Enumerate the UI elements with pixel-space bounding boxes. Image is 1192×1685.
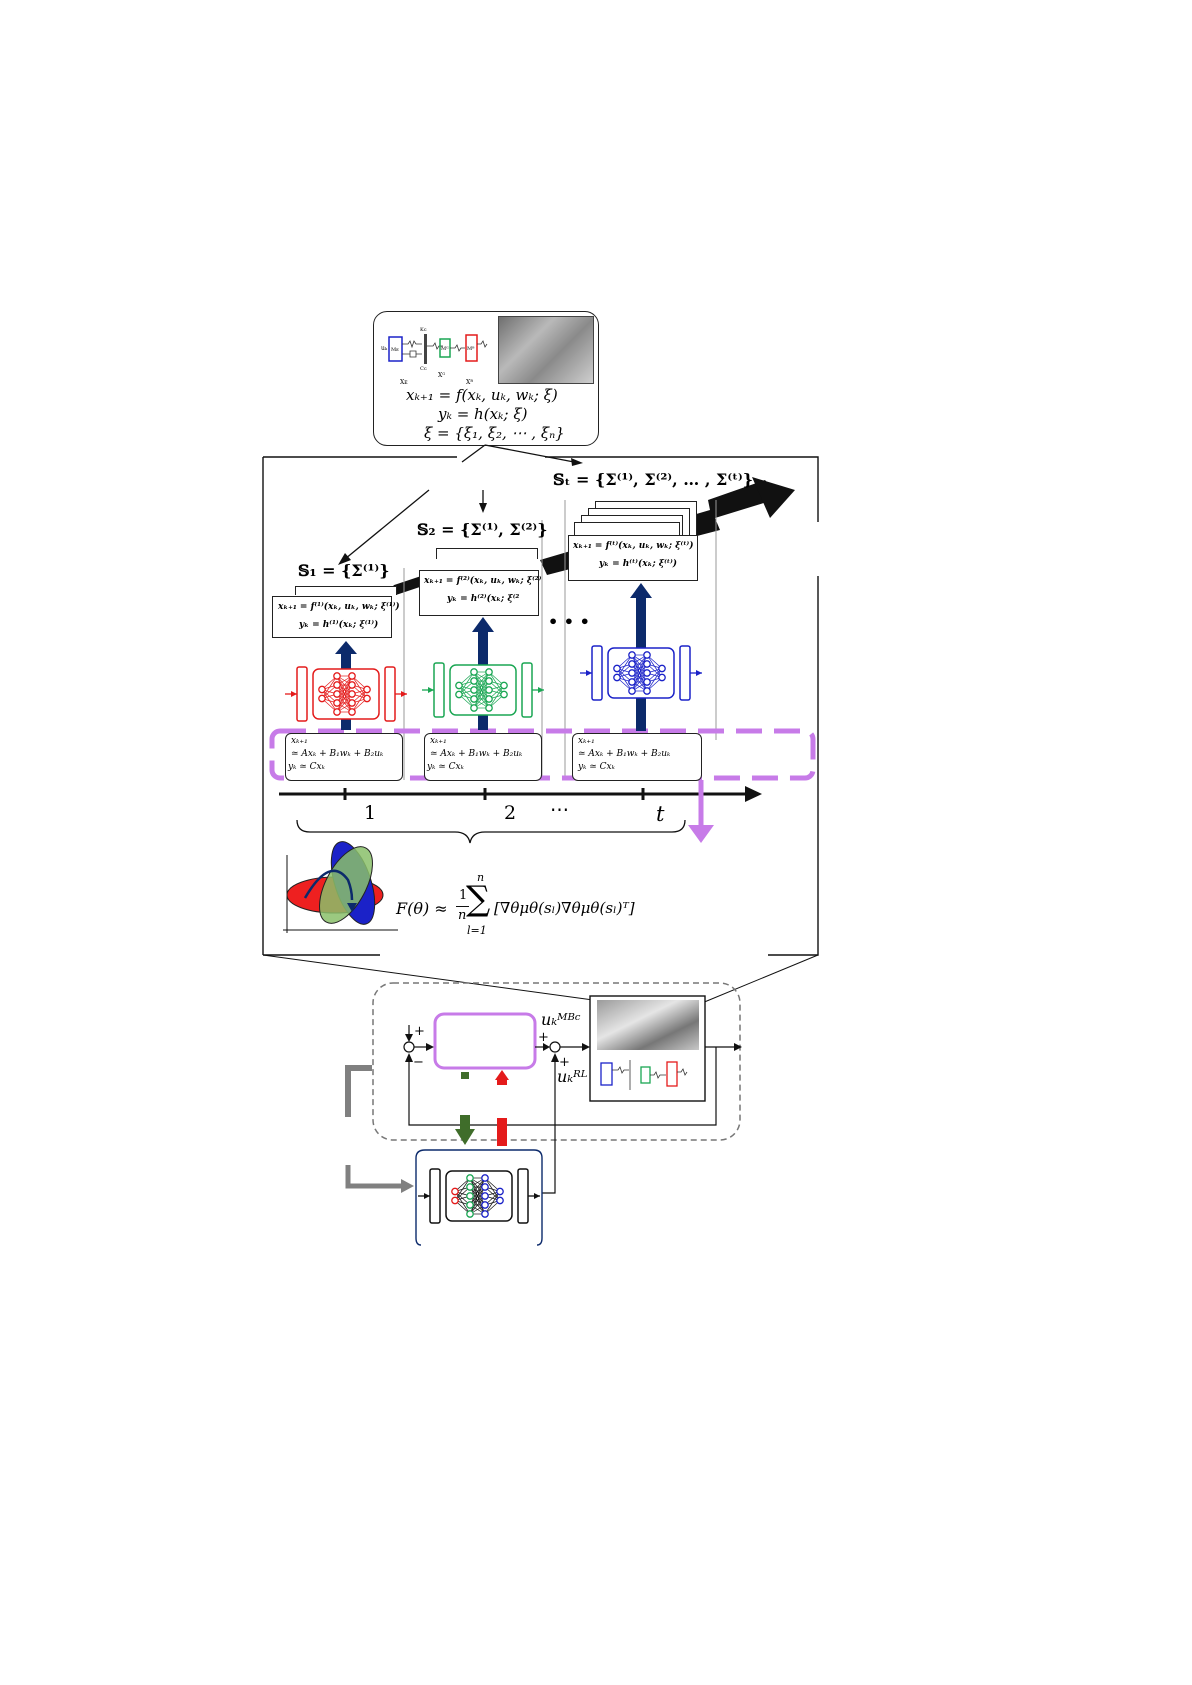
schematic-label-mg: Mᴳ (441, 346, 449, 352)
schematic-label-uk: uₖ (381, 345, 388, 352)
timeline-dots: ⋯ (550, 799, 569, 821)
set1-state-equation: xₖ₊₁ = f⁽¹⁾(xₖ, uₖ, wₖ; ξ⁽¹⁾) (278, 602, 400, 612)
ellipsis-columns: • • • (548, 612, 590, 631)
minus-sign-feedback: − (413, 1055, 424, 1070)
rl-control-label: uₖᴿᴸ (557, 1067, 588, 1086)
linear-2-line2: ≃ Axₖ + B₁wₖ + B₂uₖ (430, 749, 523, 759)
linear-t-line3: yₖ ≃ Cxₖ (578, 762, 615, 772)
set2-output-equation: yₖ = h⁽²⁾(xₖ; ξ⁽² (447, 594, 520, 604)
timeline-tick-1: 1 (364, 802, 377, 824)
schematic-label-me: Mᴇ (391, 347, 399, 353)
neural-net-rl-icon (418, 1168, 540, 1224)
linear-box-2: xₖ₊₁ ≃ Axₖ + B₁wₖ + B₂uₖ yₖ ≃ Cxₖ (424, 733, 542, 781)
set2-equation-stack-back (436, 548, 538, 559)
schematic-label-cc: Cᴄ (420, 366, 427, 372)
fisher-sum-top: n (477, 871, 485, 884)
fisher-frac-den: n (458, 908, 467, 923)
fisher-lhs: F(θ) ≈ (396, 899, 448, 918)
linear-2-line3: yₖ ≃ Cxₖ (427, 762, 464, 772)
fisher-frac-bar (456, 906, 469, 908)
linear-model-highlight (269, 728, 816, 781)
schematic-label-xb: Xᴮ (466, 379, 473, 386)
plus-sign-rl: + (559, 1055, 570, 1070)
neural-net-blue-icon (580, 645, 702, 701)
sett-state-equation: xₖ₊₁ = f⁽ᵗ⁾(xₖ, uₖ, wₖ; ξ⁽ᵗ⁾) (573, 541, 694, 551)
linear-1-line2: ≃ Axₖ + B₁wₖ + B₂uₖ (291, 749, 384, 759)
timeline-tick-t: t (656, 802, 665, 826)
mbc-control-label: uₖᴹᴮᶜ (541, 1010, 581, 1029)
linear-t-line2: ≃ Axₖ + B₁wₖ + B₂uₖ (578, 749, 671, 759)
timeline-tick-2: 2 (504, 802, 517, 824)
fisher-body: [∇θμθ(sₗ)∇θμθ(sₗ)ᵀ] (494, 899, 635, 917)
schematic-drawing: uₖ Mᴇ Mᴳ Mᴮ Xᴇ Xᴳ Xᴮ Kᴄ Cᴄ (381, 327, 488, 386)
set1-equation-stack-back (295, 586, 397, 595)
set-label-t: 𝕊ₜ = {𝚺⁽¹⁾, 𝚺⁽²⁾, … , 𝚺⁽ᵗ⁾} (553, 470, 754, 489)
set1-output-equation: yₖ = h⁽¹⁾(xₖ; ξ⁽¹⁾) (299, 620, 379, 630)
set2-equation-box: xₖ₊₁ = f⁽²⁾(xₖ, uₖ, wₖ; ξ⁽²⁾ yₖ = h⁽²⁾(x… (419, 570, 542, 616)
fisher-sum-symbol: ∑ (466, 879, 491, 919)
sett-output-equation: yₖ = h⁽ᵗ⁾(xₖ; ξ⁽ᵗ⁾) (599, 559, 678, 569)
linear-box-t: xₖ₊₁ ≃ Axₖ + B₁wₖ + B₂uₖ yₖ ≃ Cxₖ (572, 733, 702, 781)
schematic-label-mb: Mᴮ (467, 346, 475, 352)
plus-sign-reference: + (414, 1024, 425, 1039)
set-label-2: 𝕊₂ = {𝚺⁽¹⁾, 𝚺⁽²⁾} (417, 520, 548, 539)
machine-photo (498, 316, 594, 384)
schematic-label-kc: Kᴄ (420, 327, 427, 333)
system-output-equation: yₖ = h(xₖ; ξ) (438, 405, 528, 423)
schematic-label-xg: Xᴳ (438, 372, 445, 379)
system-model-panel: uₖ Mᴇ Mᴳ Mᴮ Xᴇ Xᴳ Xᴮ Kᴄ Cᴄ xₖ₊₁ = f(xₖ, … (373, 311, 599, 446)
fisher-sum-bottom: l=1 (467, 924, 487, 937)
linear-box-1: xₖ₊₁ ≃ Axₖ + B₁wₖ + B₂uₖ yₖ ≃ Cxₖ (285, 733, 403, 781)
set1-equation-box: xₖ₊₁ = f⁽¹⁾(xₖ, uₖ, wₖ; ξ⁽¹⁾) yₖ = h⁽¹⁾(… (272, 596, 400, 638)
linear-1-line1: xₖ₊₁ (291, 736, 308, 746)
mass-spring-schematic: uₖ Mᴇ Mᴳ Mᴮ Xᴇ Xᴳ Xᴮ Kᴄ Cᴄ (380, 320, 490, 388)
linear-1-line3: yₖ ≃ Cxₖ (288, 762, 325, 772)
sett-equation-box: xₖ₊₁ = f⁽ᵗ⁾(xₖ, uₖ, wₖ; ξ⁽ᵗ⁾) yₖ = h⁽ᵗ⁾(… (568, 535, 698, 581)
set2-state-equation: xₖ₊₁ = f⁽²⁾(xₖ, uₖ, wₖ; ξ⁽²⁾ (424, 576, 542, 586)
neural-net-red-icon (285, 666, 407, 722)
linear-t-line1: xₖ₊₁ (578, 736, 595, 746)
schematic-label-xe: Xᴇ (400, 379, 408, 386)
fisher-frac-num: 1 (459, 888, 468, 903)
neural-net-green-icon (422, 662, 544, 718)
linear-2-line1: xₖ₊₁ (430, 736, 447, 746)
system-parameter-set: ξ = {ξ₁, ξ₂, ⋯ , ξₙ} (424, 424, 565, 442)
plus-sign-mbc: + (538, 1030, 549, 1045)
system-state-equation: xₖ₊₁ = f(xₖ, uₖ, wₖ; ξ) (406, 386, 558, 404)
set-label-1: 𝕊₁ = {𝚺⁽¹⁾} (298, 561, 390, 580)
